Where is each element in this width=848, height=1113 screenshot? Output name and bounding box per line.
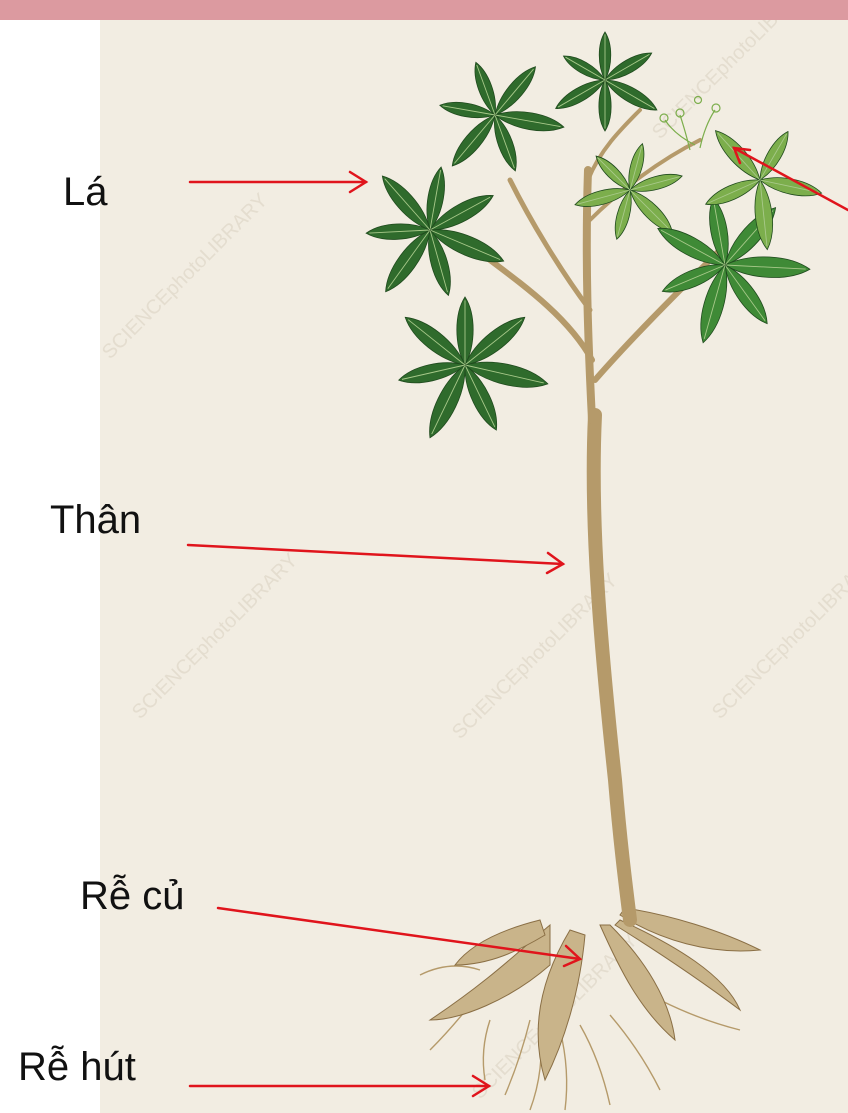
arrow-flower (734, 148, 848, 210)
arrow-leaf (190, 172, 366, 192)
arrow-tuber-root (218, 908, 580, 966)
arrow-absorbing-root (190, 1076, 489, 1096)
arrow-stem (188, 545, 563, 573)
